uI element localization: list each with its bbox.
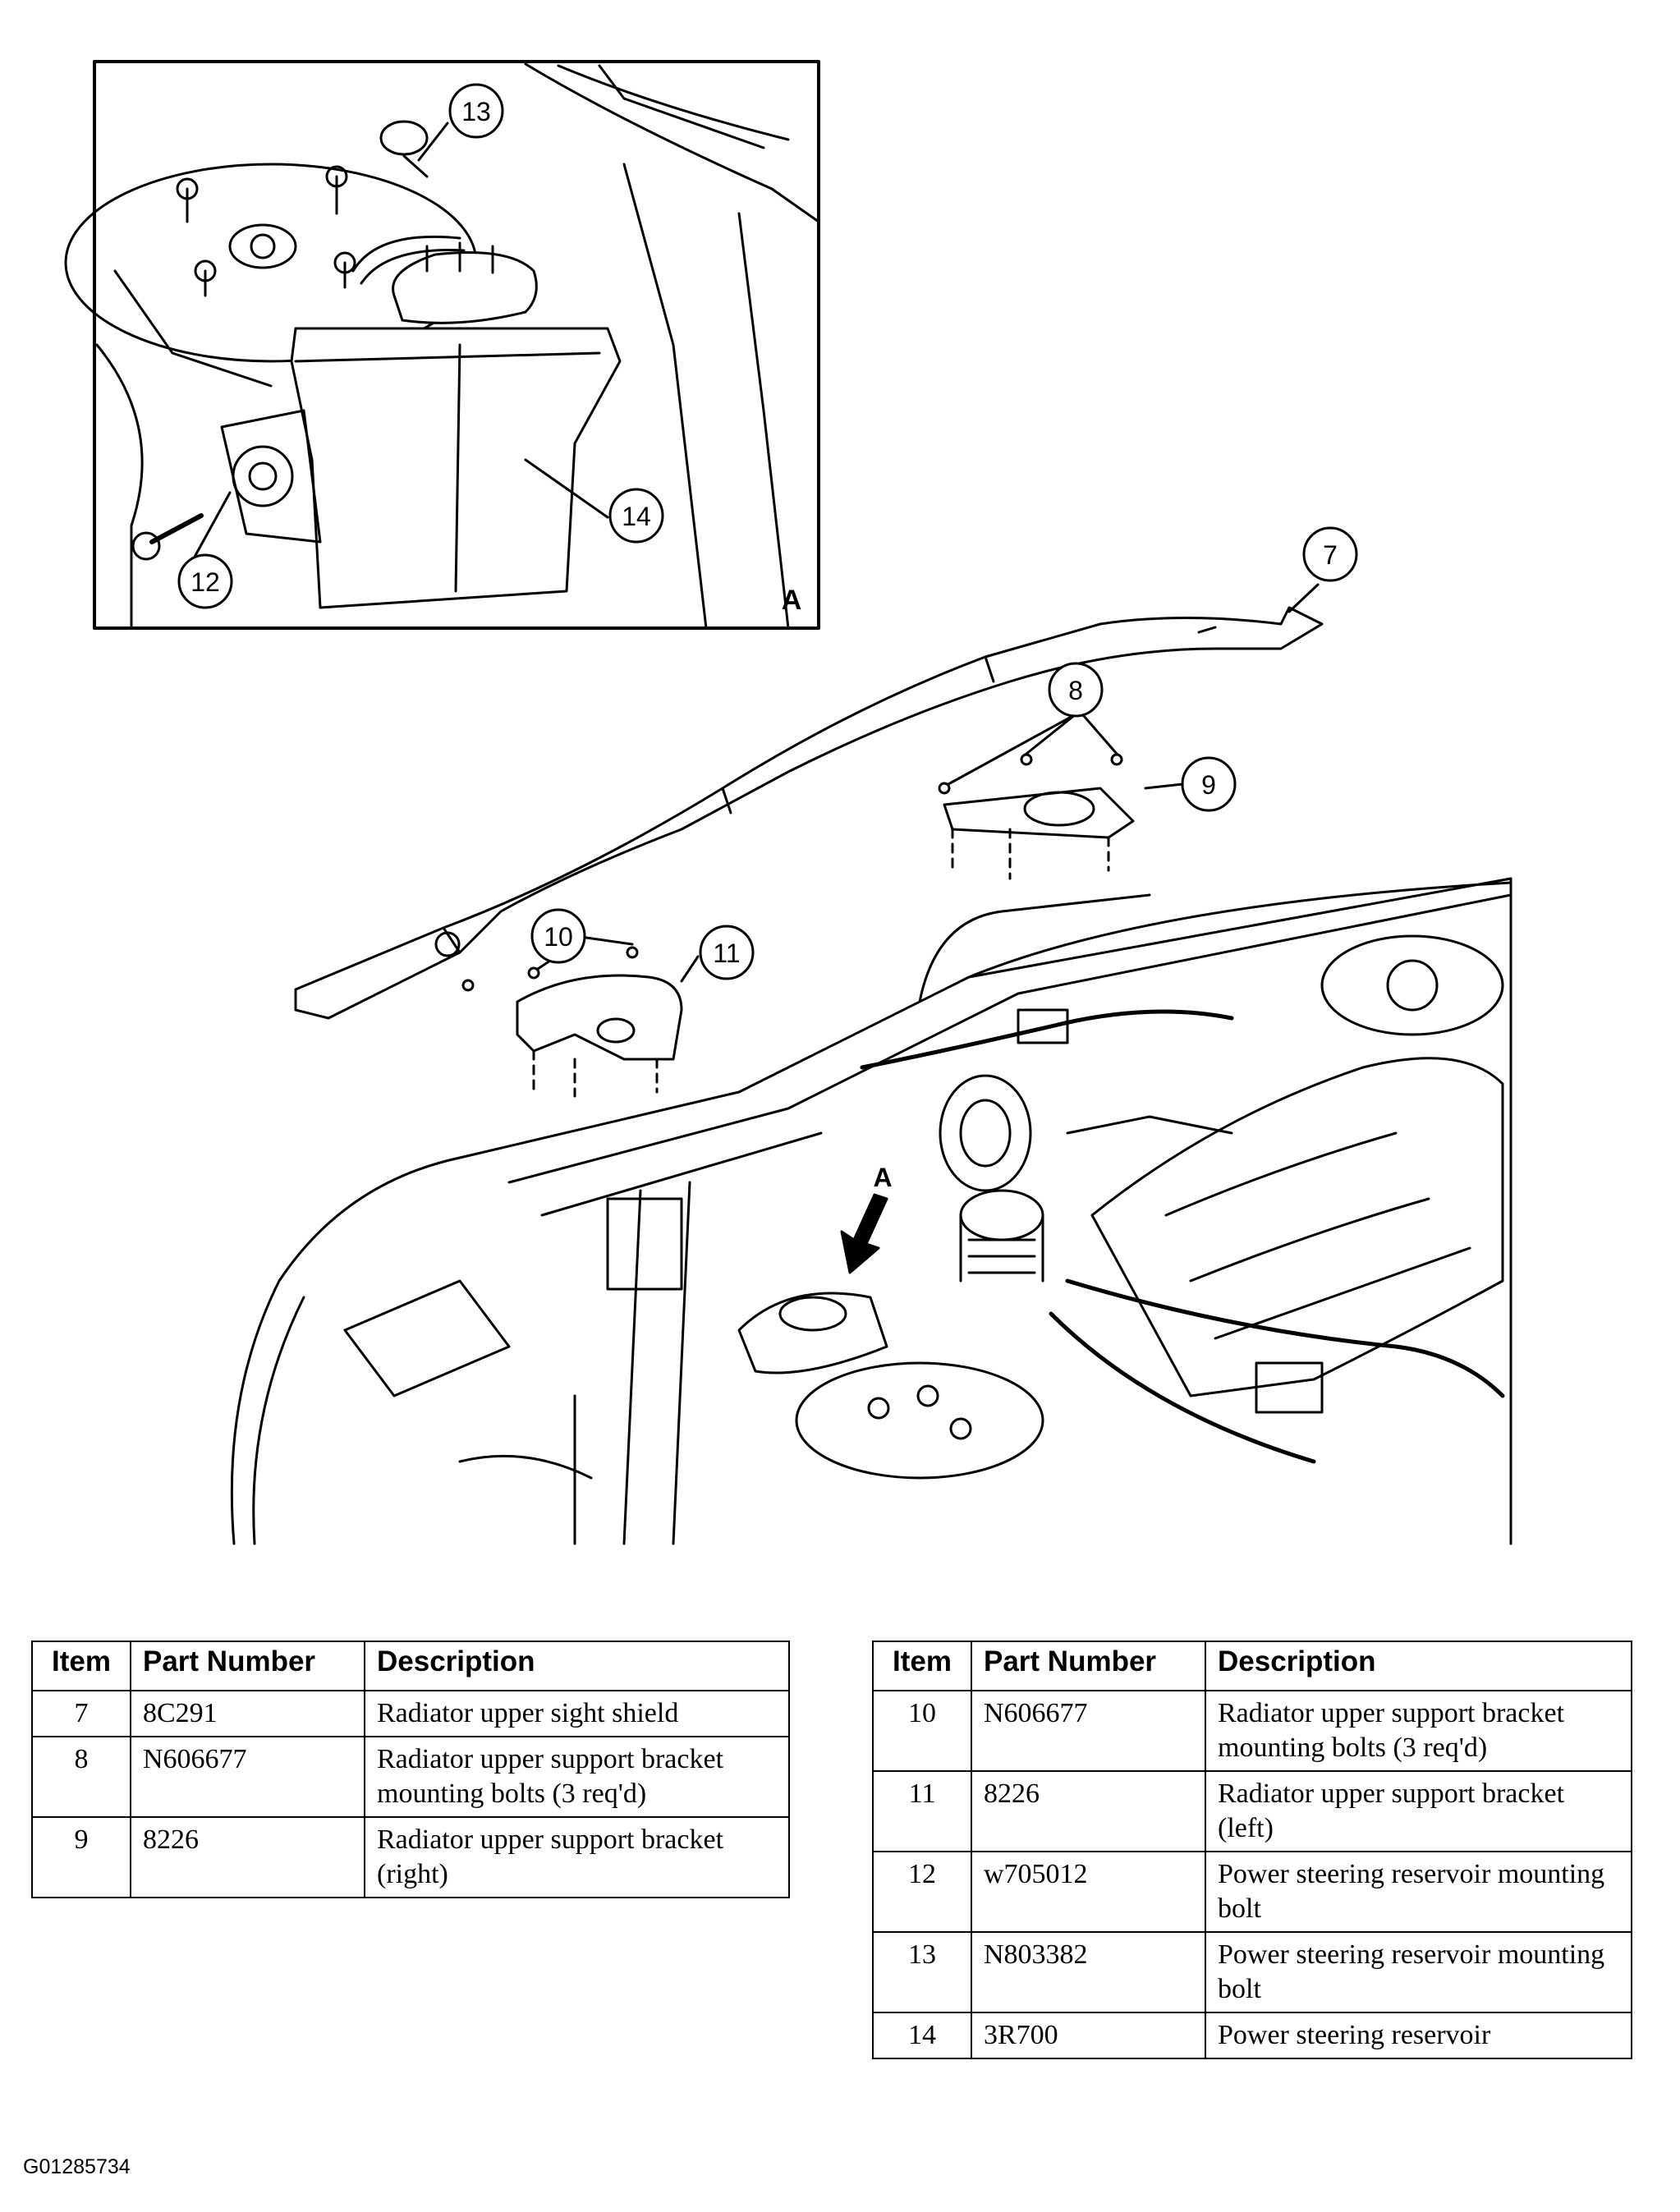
cell-part-number: N606677 bbox=[130, 1736, 365, 1818]
cell-item: 12 bbox=[872, 1851, 972, 1933]
callout-7: 7 bbox=[1302, 526, 1358, 582]
inset-frame bbox=[93, 60, 820, 630]
cell-description: Power steering reservoir mounting bolt bbox=[1205, 1851, 1632, 1933]
callout-12-label: 12 bbox=[190, 567, 220, 597]
callout-14: 14 bbox=[608, 488, 664, 544]
cell-description: Radiator upper support bracket mounting … bbox=[364, 1736, 790, 1818]
table-row: 7 8C291 Radiator upper sight shield bbox=[31, 1690, 790, 1737]
callout-9-label: 9 bbox=[1201, 770, 1216, 800]
bracket-left bbox=[461, 946, 683, 1098]
table-row: 14 3R700 Power steering reservoir bbox=[872, 2012, 1632, 2059]
table-row: 8 N606677 Radiator upper support bracket… bbox=[31, 1736, 790, 1818]
header-description: Description bbox=[364, 1641, 790, 1691]
table-row: 10 N606677 Radiator upper support bracke… bbox=[872, 1690, 1632, 1772]
cell-part-number: 8C291 bbox=[130, 1690, 365, 1737]
cell-description: Radiator upper support bracket (left) bbox=[1205, 1770, 1632, 1852]
cell-item: 11 bbox=[872, 1770, 972, 1852]
cell-item: 13 bbox=[872, 1931, 972, 2013]
inset-detail-a: 13 14 12 A bbox=[64, 60, 820, 630]
inset-label: A bbox=[782, 585, 802, 616]
callout-13-label: 13 bbox=[461, 97, 491, 126]
callout-12: 12 bbox=[177, 553, 233, 609]
callout-11: 11 bbox=[699, 925, 755, 980]
table-header-row: Item Part Number Description bbox=[872, 1641, 1632, 1691]
header-part-number: Part Number bbox=[130, 1641, 365, 1691]
sight-shield bbox=[294, 606, 1324, 1020]
callout-7-label: 7 bbox=[1323, 540, 1338, 570]
header-part-number: Part Number bbox=[971, 1641, 1206, 1691]
exploded-view-diagram: 13 14 12 A 7 8 9 bbox=[64, 60, 1512, 1545]
cell-item: 8 bbox=[31, 1736, 131, 1818]
header-description: Description bbox=[1205, 1641, 1632, 1691]
cell-item: 7 bbox=[31, 1690, 131, 1737]
table-row: 9 8226 Radiator upper support bracket (r… bbox=[31, 1816, 790, 1898]
cell-part-number: N606677 bbox=[971, 1690, 1206, 1772]
cell-description: Radiator upper support bracket (right) bbox=[364, 1816, 790, 1898]
cell-description: Radiator upper support bracket mounting … bbox=[1205, 1690, 1632, 1772]
cell-part-number: w705012 bbox=[971, 1851, 1206, 1933]
engine-bay bbox=[230, 877, 1512, 1545]
parts-table-right: Item Part Number Description 10 N606677 … bbox=[872, 1641, 1632, 2059]
cell-part-number: 8226 bbox=[130, 1816, 365, 1898]
table-header-row: Item Part Number Description bbox=[31, 1641, 790, 1691]
callout-10: 10 bbox=[530, 908, 586, 964]
callout-11-label: 11 bbox=[713, 938, 740, 968]
table-row: 13 N803382 Power steering reservoir moun… bbox=[872, 1931, 1632, 2013]
cell-description: Radiator upper sight shield bbox=[364, 1690, 790, 1737]
table-row: 11 8226 Radiator upper support bracket (… bbox=[872, 1770, 1632, 1852]
cell-description: Power steering reservoir bbox=[1205, 2012, 1632, 2059]
figure-id: G01285734 bbox=[23, 2155, 131, 2178]
header-item: Item bbox=[872, 1641, 972, 1691]
cell-part-number: 3R700 bbox=[971, 2012, 1206, 2059]
table-row: 12 w705012 Power steering reservoir moun… bbox=[872, 1851, 1632, 1933]
cell-item: 14 bbox=[872, 2012, 972, 2059]
cell-part-number: N803382 bbox=[971, 1931, 1206, 2013]
callout-13: 13 bbox=[448, 83, 504, 139]
header-item: Item bbox=[31, 1641, 131, 1691]
callout-14-label: 14 bbox=[622, 502, 651, 531]
cell-description: Power steering reservoir mounting bolt bbox=[1205, 1931, 1632, 2013]
view-arrow-label: A bbox=[873, 1163, 892, 1192]
callout-8-label: 8 bbox=[1068, 676, 1083, 705]
callout-8: 8 bbox=[1048, 662, 1104, 718]
parts-table-left: Item Part Number Description 7 8C291 Rad… bbox=[31, 1641, 790, 1898]
callout-10-label: 10 bbox=[544, 922, 573, 952]
cell-item: 10 bbox=[872, 1690, 972, 1772]
cell-part-number: 8226 bbox=[971, 1770, 1206, 1852]
bracket-right bbox=[938, 753, 1135, 880]
callout-9: 9 bbox=[1181, 756, 1237, 812]
cell-item: 9 bbox=[31, 1816, 131, 1898]
